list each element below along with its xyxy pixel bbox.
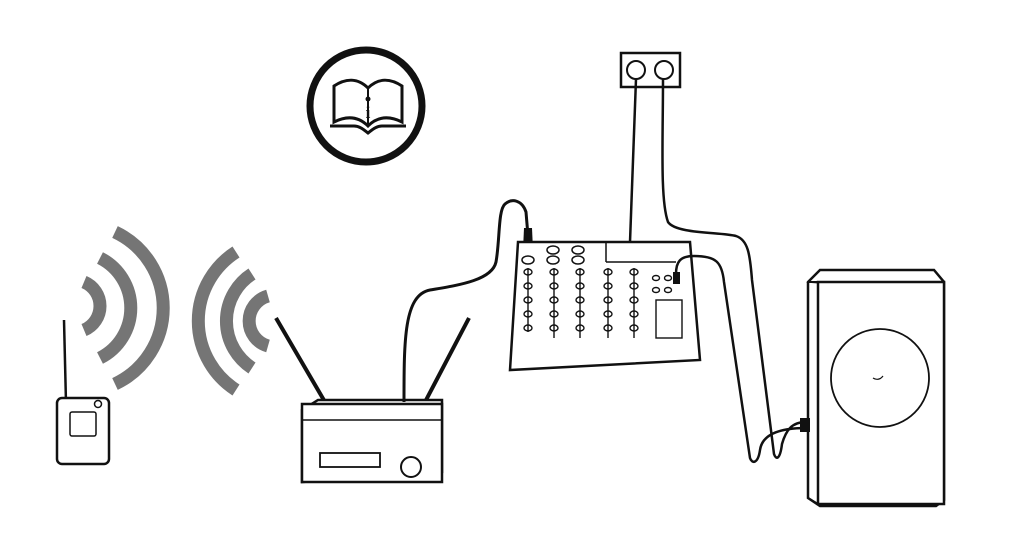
wireless-signal-icon [81, 226, 170, 390]
wireless-signal-icon [191, 246, 271, 396]
power-outlet-icon [619, 51, 682, 89]
bodypack-transmitter-icon [55, 319, 111, 466]
info-book-icon: i [306, 46, 426, 166]
loudspeaker-icon [800, 268, 946, 508]
power-cable [628, 78, 638, 243]
power-cable [661, 78, 807, 459]
audio-cable [674, 254, 807, 464]
mixer-console-icon [508, 240, 702, 372]
wireless-receiver-icon [274, 316, 471, 484]
cable-connector [673, 272, 680, 284]
info-glyph: i [366, 103, 371, 122]
audio-cable [402, 199, 530, 403]
